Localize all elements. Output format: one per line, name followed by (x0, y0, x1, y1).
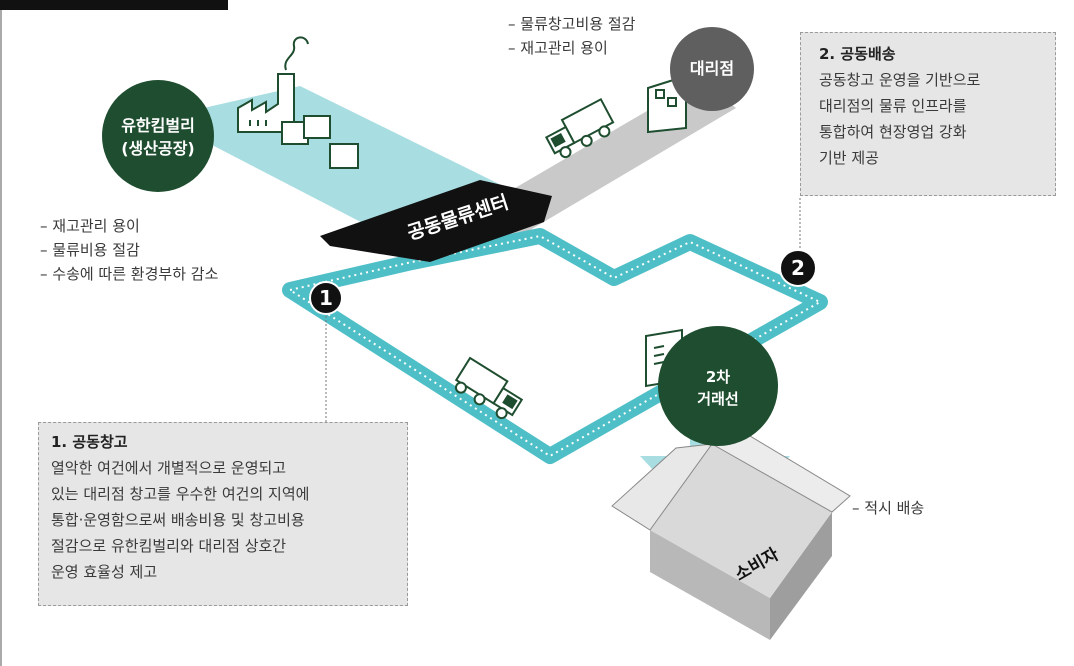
secondary-circle (658, 326, 778, 446)
logistics-center-shape (320, 180, 552, 262)
center-benefits: – 재고관리 용이 – 물류비용 절감 – 수송에 따른 환경부하 감소 (40, 214, 218, 286)
dealer-benefits: – 물류창고비용 절감 – 재고관리 용이 (508, 12, 635, 60)
secondary-label-line1: 2차 (705, 368, 731, 386)
factory-label-line1: 유한킴벌리 (121, 116, 195, 135)
box1-title: 1. 공동창고 (51, 433, 128, 451)
box1-line: 절감으로 유한킴벌리와 대리점 상호간 (51, 537, 287, 555)
consumer-benefit: – 적시 배송 (852, 499, 925, 517)
box2-line: 공동창고 운영을 기반으로 (819, 71, 981, 89)
header-tab (0, 0, 228, 10)
secondary-label: 2차 거래선 (668, 366, 768, 410)
box1-line: 있는 대리점 창고를 우수한 여건의 지역에 (51, 485, 310, 503)
info-box-shared-delivery: 2. 공동배송 공동창고 운영을 기반으로 대리점의 물류 인프라를 통합하여 … (800, 32, 1056, 196)
dealer-benefit-item: – 물류창고비용 절감 (508, 15, 636, 33)
factory-circle (102, 80, 214, 192)
truck-icon-dealer (544, 97, 615, 159)
dealer-circle (670, 27, 754, 111)
box1-line: 운영 효율성 제고 (51, 563, 158, 581)
center-benefit-item: – 물류비용 절감 (40, 241, 140, 259)
box2-line: 대리점의 물류 인프라를 (819, 97, 967, 115)
box1-line: 통합·운영함으로써 배송비용 및 창고비용 (51, 511, 305, 529)
center-benefit-item: – 재고관리 용이 (40, 217, 140, 235)
info-box-shared-warehouse: 1. 공동창고 열악한 여건에서 개별적으로 운영되고 있는 대리점 창고를 우… (38, 422, 408, 606)
box2-line: 기반 제공 (819, 149, 879, 167)
dealer-label: 대리점 (689, 59, 735, 78)
marker-1-label: 1 (319, 286, 333, 310)
factory-label: 유한킴벌리 (생산공장) (102, 114, 214, 160)
box2-body: 공동창고 운영을 기반으로 대리점의 물류 인프라를 통합하여 현장영업 강화 … (819, 67, 1037, 171)
marker-1 (309, 281, 343, 315)
secondary-label-line2: 거래선 (697, 390, 739, 408)
factory-label-line2: (생산공장) (121, 139, 195, 158)
box2-line: 통합하여 현장영업 강화 (819, 123, 967, 141)
marker-2-label: 2 (791, 256, 805, 280)
box1-body: 열악한 여건에서 개별적으로 운영되고 있는 대리점 창고를 우수한 여건의 지… (51, 455, 395, 585)
dealer-benefit-item: – 재고관리 용이 (508, 39, 608, 57)
marker-2 (779, 249, 817, 287)
consumer-box-icon (611, 429, 851, 640)
factory-icon (237, 36, 359, 169)
center-benefit-item: – 수송에 따른 환경부하 감소 (40, 265, 219, 283)
box2-title: 2. 공동배송 (819, 45, 896, 63)
box1-line: 열악한 여건에서 개별적으로 운영되고 (51, 459, 287, 477)
truck-icon-road (454, 356, 524, 420)
